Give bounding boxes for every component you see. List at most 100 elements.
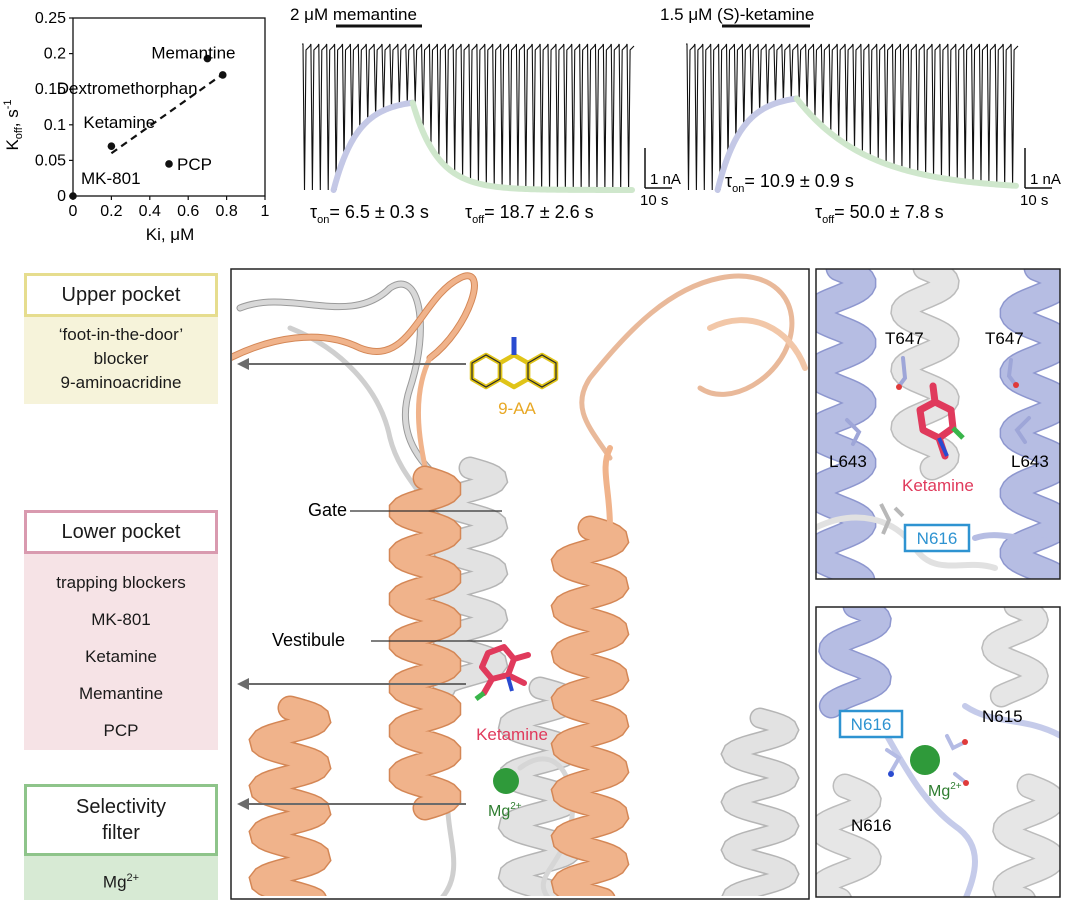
upper-inset: T647 T647 L643 L643 Ketamine N616: [815, 268, 1061, 580]
ketamine-molecule: [474, 644, 531, 701]
current-sweeps: [686, 43, 1019, 191]
ketamine-tau-off: τoff= 50.0 ± 7.8 s: [815, 202, 944, 226]
current-sweeps: [302, 43, 635, 191]
l643-right-label: L643: [1011, 452, 1049, 471]
x-axis-label: Ki, μM: [146, 225, 195, 244]
current-traces: 2 μM memantine 1 nA 10 s τon= 6.5 ± 0.3 …: [290, 5, 1061, 226]
filter-arrowhead: [237, 798, 249, 810]
ketamine-label: Ketamine: [476, 725, 548, 744]
n616-label: N616: [917, 529, 958, 548]
lower-pocket-title: Lower pocket: [24, 510, 218, 554]
n616-label: N616: [851, 816, 892, 835]
helix-ribbon: [722, 709, 798, 896]
helix-ribbon: [816, 269, 875, 579]
vestibule-label: Vestibule: [272, 630, 345, 650]
selectivity-filter-title: Selectivity filter: [24, 784, 218, 856]
lower-inset: N616 N615 N616 Mg2+: [815, 606, 1061, 898]
lower-pocket-line: Memantine: [78, 684, 164, 703]
coil-ribbon: [962, 703, 1060, 739]
memantine-tau-off: τoff= 18.7 ± 2.6 s: [465, 202, 594, 226]
upper-pocket-arrow: [248, 363, 466, 365]
memantine-title: 2 μM memantine: [290, 5, 417, 24]
y-tick-label: 0.05: [35, 152, 66, 169]
upper-pocket-title: Upper pocket: [24, 273, 218, 317]
inset-mg-label: Mg2+: [928, 781, 962, 800]
lower-pocket-line: MK-801: [91, 610, 151, 629]
tau-off-fit: [793, 95, 1020, 189]
x-tick-label: 0.4: [139, 203, 161, 220]
helix-ribbon: [982, 607, 1048, 706]
upper-pocket-panel: ‘foot-in-the-door’ blocker 9-aminoacridi…: [24, 317, 218, 404]
n616-box-label: N616: [851, 715, 892, 734]
selectivity-filter-line: filter: [102, 822, 140, 844]
x-tick-label: 0.2: [100, 203, 122, 220]
lower-pocket-line: trapping blockers: [56, 573, 186, 592]
upper-pocket-arrowhead: [237, 358, 249, 370]
y-tick-label: 0: [57, 188, 66, 205]
y-tick-label: 0.15: [35, 81, 66, 98]
x-tick-label: 0.8: [215, 203, 237, 220]
tau-on-fit: [330, 99, 416, 193]
memantine-trace: [302, 43, 636, 193]
memantine-tau-on: τon= 6.5 ± 0.3 s: [310, 202, 429, 226]
x-tick-label: 1: [261, 203, 270, 220]
y-tick-label: 0.1: [44, 117, 66, 134]
selectivity-filter-line: Selectivity: [75, 796, 167, 818]
inset-ketamine-label: Ketamine: [902, 476, 974, 495]
filter-arrow: [248, 803, 466, 805]
ketamine-tau-on: τon= 10.9 ± 0.9 s: [725, 171, 854, 195]
lower-pocket-line: Ketamine: [85, 647, 157, 666]
x-tick-label: 0.6: [177, 203, 199, 220]
ketamine-trace: [686, 43, 1020, 193]
t647-left-label: T647: [885, 329, 924, 348]
helix-ribbon: [816, 775, 881, 897]
lower-pocket-arrowhead: [237, 678, 249, 690]
point-label: Memantine: [151, 44, 235, 63]
plot-frame: [72, 17, 266, 197]
ketamine-scale-bar: 1 nA 10 s: [1020, 148, 1061, 209]
gate-label: Gate: [308, 500, 347, 520]
helix-ribbon: [390, 467, 460, 819]
inset-mg-ion: [910, 745, 940, 775]
tau-off-fit: [409, 99, 636, 193]
t647-right-label: T647: [985, 329, 1024, 348]
n615-label: N615: [982, 707, 1023, 726]
coil-ribbon: [707, 317, 808, 371]
point-label: Dextromethorphan: [57, 79, 198, 98]
data-point: [165, 160, 173, 168]
point-label: MK-801: [81, 169, 141, 188]
coil-ribbon: [602, 445, 613, 531]
upper-pocket-line: 9-aminoacridine: [60, 373, 182, 392]
y-axis-label: Koff, s-1: [2, 99, 25, 150]
upper-pocket-line: ‘foot-in-the-door’: [58, 325, 184, 344]
aminoacridine-molecule: [469, 337, 559, 390]
mg-ion: [493, 768, 519, 794]
memantine-scale-bar: 1 nA 10 s: [640, 148, 681, 209]
selectivity-filter-panel: Mg2+: [24, 856, 218, 900]
mg-ion-label: Mg: [102, 872, 127, 892]
upper-pocket-line: blocker: [93, 349, 149, 368]
tau-on-fit: [714, 95, 800, 193]
coil-ribbon: [579, 273, 795, 461]
ketamine-title: 1.5 μM (S)-ketamine: [660, 5, 814, 24]
coil-ribbon: [872, 713, 978, 897]
coil-ribbon: [237, 281, 463, 501]
data-point: [218, 71, 227, 79]
data-point: [107, 142, 116, 150]
lower-pocket-panel: trapping blockers MK-801 Ketamine Memant…: [24, 554, 218, 750]
data-point: [203, 54, 212, 63]
aa-label: 9-AA: [498, 399, 536, 418]
scale-s-label: 10 s: [1020, 192, 1048, 209]
channel-structure: 9-AA Gate Vestibule Ketamine Mg2+: [230, 268, 810, 900]
helix-ribbon: [819, 607, 891, 717]
scale-nA-label: 1 nA: [650, 171, 681, 188]
lower-pocket-line: PCP: [103, 721, 139, 740]
y-tick-label: 0.25: [35, 10, 66, 27]
l643-left-label: L643: [829, 452, 867, 471]
mg-label: Mg2+: [488, 801, 522, 820]
data-point: [69, 192, 77, 200]
scale-nA-label: 1 nA: [1030, 171, 1061, 188]
scale-s-label: 10 s: [640, 192, 668, 209]
helix-ribbon: [993, 775, 1060, 897]
